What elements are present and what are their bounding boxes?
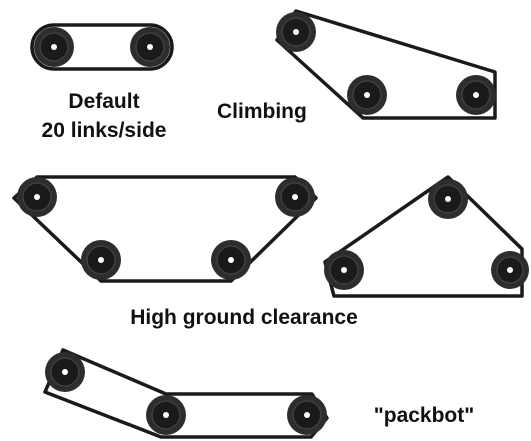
- road-wheel: [324, 250, 364, 290]
- config-packbot: [43, 348, 329, 439]
- config-default: [30, 23, 174, 71]
- road-wheel: [81, 240, 121, 280]
- road-wheel: [146, 395, 186, 435]
- road-wheel: [491, 251, 529, 289]
- road-wheel: [211, 240, 251, 280]
- caption-packbot: "packbot": [374, 404, 474, 427]
- track-belt: [323, 175, 524, 298]
- road-wheel: [34, 27, 74, 67]
- config-climbing: [275, 9, 497, 120]
- config-high-ground-triangle: [323, 175, 529, 298]
- caption-high-ground-clearance: High ground clearance: [130, 306, 358, 329]
- road-wheel: [276, 12, 316, 52]
- track-belt: [43, 348, 329, 439]
- road-wheel: [347, 75, 387, 115]
- road-wheel: [456, 75, 496, 115]
- road-wheel: [17, 177, 57, 217]
- caption-climbing: Climbing: [217, 100, 307, 123]
- caption-default-links: 20 links/side: [42, 119, 167, 142]
- road-wheel: [428, 179, 468, 219]
- road-wheel: [130, 27, 170, 67]
- track-belt: [30, 23, 174, 71]
- track-belt: [12, 175, 318, 283]
- config-high-ground-4wheel: [12, 175, 318, 283]
- road-wheel: [287, 395, 327, 435]
- road-wheel: [275, 177, 315, 217]
- caption-default: Default: [68, 90, 139, 113]
- road-wheel: [45, 352, 85, 392]
